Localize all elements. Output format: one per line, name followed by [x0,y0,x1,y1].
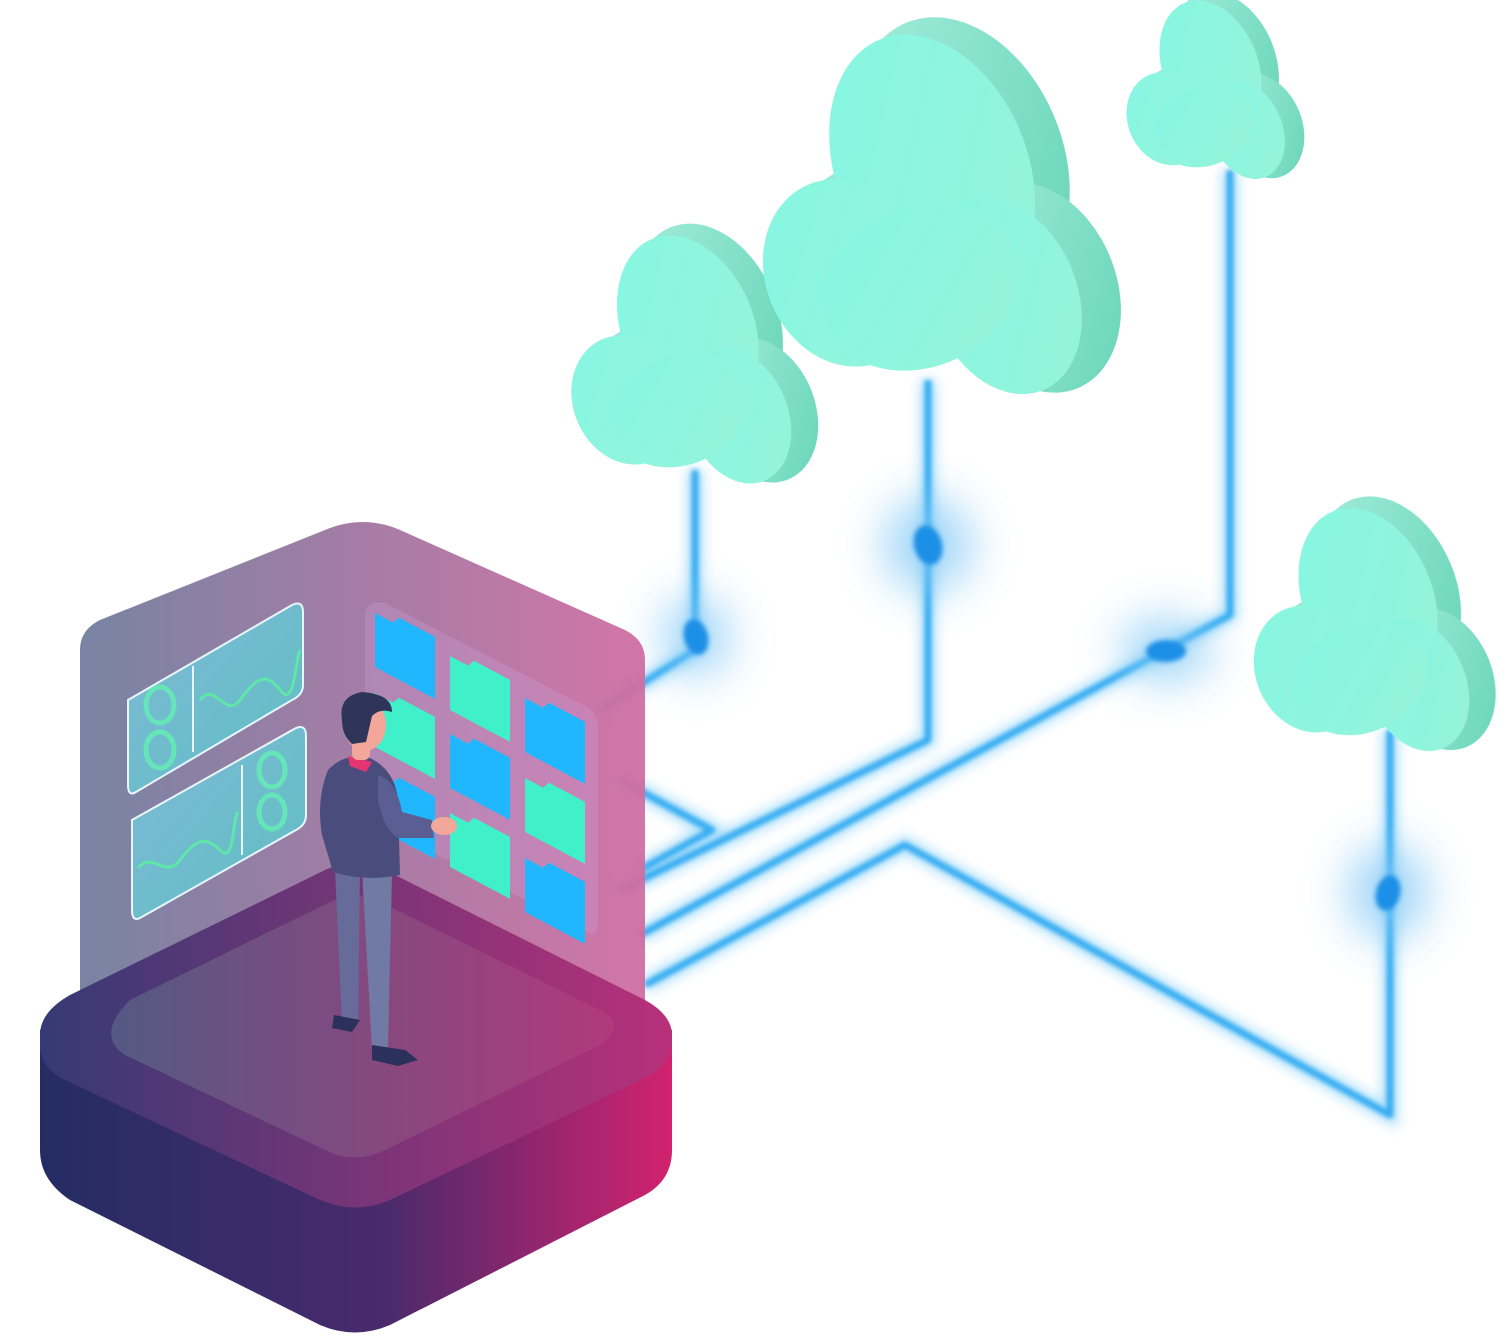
wave-chart-icon [136,811,240,870]
folder-icon [525,778,585,864]
folder-icon [375,613,435,699]
ring-chart-icon [256,750,288,832]
dashboard-screens [127,602,307,920]
folder-icon [450,656,510,742]
folder-icon [525,858,585,944]
wave-chart-icon [198,649,302,708]
screen-lower [131,726,307,920]
folder-icon [450,734,510,820]
line-cloud-top-right [638,170,1234,939]
person-leg-left [335,870,360,1022]
person-collar [348,756,372,772]
person-shoe [332,1015,360,1032]
network-node-icon [913,525,943,565]
line-loop [618,776,716,874]
person-figure [320,692,457,1066]
cloud-icon [571,223,819,484]
folder-icon [375,693,435,779]
person-shoe [372,1045,418,1066]
network-node-icon [1375,875,1401,911]
person-leg-right [362,870,392,1050]
network-nodes [683,525,1401,911]
platform-base-inner [111,896,615,1158]
cloud-icon [762,17,1121,395]
person-hair [341,692,392,744]
cloud-icon [1253,496,1496,752]
ring-chart-icon [143,684,177,771]
network-node-icon [683,619,709,655]
network-node-icon [1146,640,1186,662]
person-arm [378,775,434,838]
folder-icon [450,813,510,899]
cloud-icon [1126,0,1305,179]
person-hand [431,817,457,835]
folder-icon [525,698,585,784]
